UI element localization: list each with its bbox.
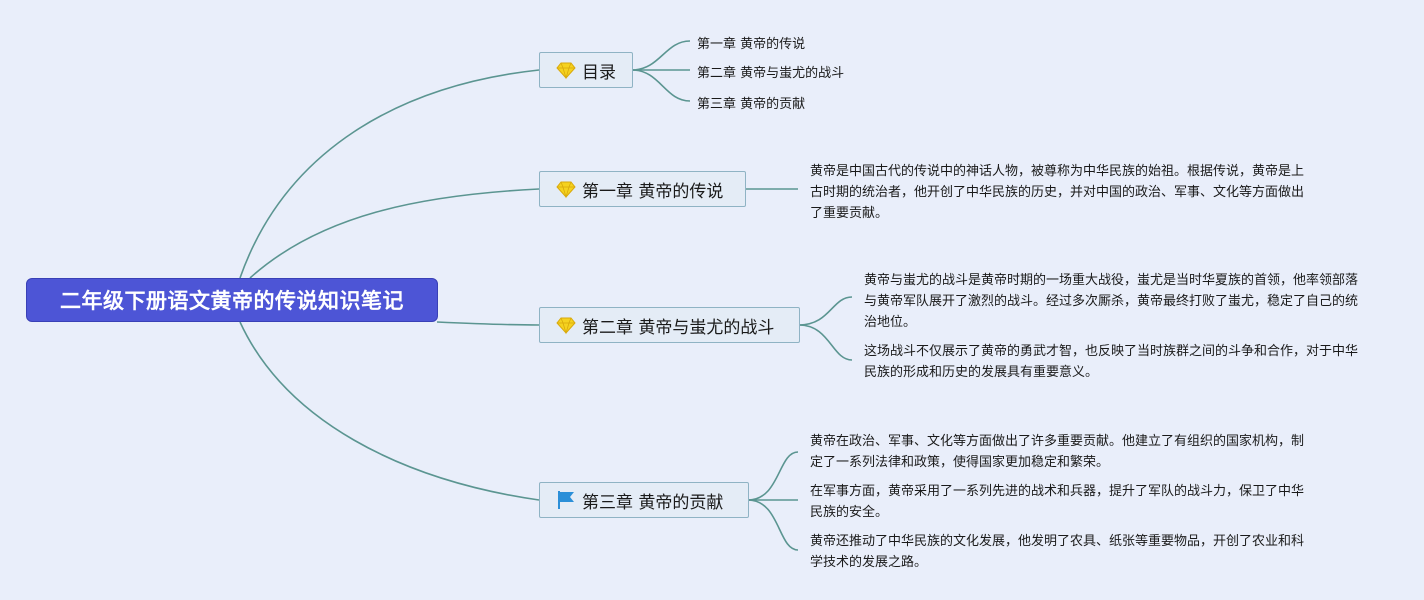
root-title: 二年级下册语文黄帝的传说知识笔记 — [60, 289, 404, 313]
toc-item[interactable]: 第一章 黄帝的传说 — [697, 37, 806, 52]
toc-item[interactable]: 第二章 黄帝与蚩尤的战斗 — [697, 66, 845, 81]
connector-root-ch3 — [239, 321, 540, 501]
chapter-2-note[interactable]: 这场战斗不仅展示了黄帝的勇武才智，也反映了当时族群之间的斗争和合作，对于中华民族… — [864, 344, 1359, 380]
chapter-2-note[interactable]: 黄帝与蚩尤的战斗是黄帝时期的一场重大战役，蚩尤是当时华夏族的首领，他率领部落与黄… — [864, 273, 1359, 330]
diamond-icon — [556, 179, 576, 199]
connector-ch3-note3 — [747, 499, 799, 551]
connector-root-ch1 — [249, 188, 540, 279]
connector-ch2-note2 — [798, 324, 853, 361]
connector-root-toc — [239, 69, 540, 279]
connector-toc-item1 — [631, 40, 691, 71]
chapter-1-note[interactable]: 黄帝是中国古代的传说中的神话人物，被尊称为中华民族的始祖。根据传说，黄帝是上古时… — [810, 164, 1305, 221]
connector-root-ch2 — [436, 321, 540, 326]
diamond-icon — [556, 60, 576, 80]
toc-item[interactable]: 第三章 黄帝的贡献 — [697, 97, 806, 112]
topic-toc-label: 目录 — [582, 62, 616, 83]
topic-chapter-3[interactable]: 第三章 黄帝的贡献 — [539, 482, 749, 518]
connector-toc-item3 — [631, 69, 691, 102]
topic-chapter-2[interactable]: 第二章 黄帝与蚩尤的战斗 — [539, 307, 800, 343]
diamond-icon — [556, 315, 576, 335]
root-topic[interactable]: 二年级下册语文黄帝的传说知识笔记 — [26, 278, 438, 322]
chapter-3-note[interactable]: 在军事方面，黄帝采用了一系列先进的战术和兵器，提升了军队的战斗力，保卫了中华民族… — [810, 484, 1305, 520]
connector-ch2-note1 — [798, 296, 853, 326]
chapter-3-note[interactable]: 黄帝还推动了中华民族的文化发展，他发明了农具、纸张等重要物品，开创了农业和科学技… — [810, 534, 1305, 570]
topic-chapter-2-label: 第二章 黄帝与蚩尤的战斗 — [582, 317, 775, 338]
topic-chapter-3-label: 第三章 黄帝的贡献 — [582, 492, 724, 513]
topic-chapter-1-label: 第一章 黄帝的传说 — [582, 181, 724, 202]
topic-chapter-1[interactable]: 第一章 黄帝的传说 — [539, 171, 746, 207]
connector-ch3-note1 — [747, 451, 799, 501]
chapter-3-note[interactable]: 黄帝在政治、军事、文化等方面做出了许多重要贡献。他建立了有组织的国家机构，制定了… — [810, 434, 1305, 470]
flag-icon — [556, 490, 576, 510]
topic-toc[interactable]: 目录 — [539, 52, 633, 88]
